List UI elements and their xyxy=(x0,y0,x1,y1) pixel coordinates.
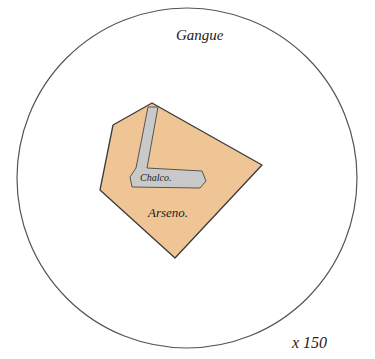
mineral-label: Gangue xyxy=(176,27,224,44)
arsenopyrite-grain: Arseno. Chalco. xyxy=(98,100,266,260)
field-of-view: GangueArseno. Chalco. xyxy=(16,7,358,349)
polygon-outline xyxy=(100,103,262,258)
polygon-outline xyxy=(130,107,206,188)
mineral-label: Chalco. xyxy=(140,172,171,183)
mineral-label: Arseno. xyxy=(148,206,188,220)
circle-outline xyxy=(17,8,357,348)
magnification: x 150 xyxy=(292,334,327,352)
chalcopyrite-vein: Chalco. xyxy=(128,105,210,193)
